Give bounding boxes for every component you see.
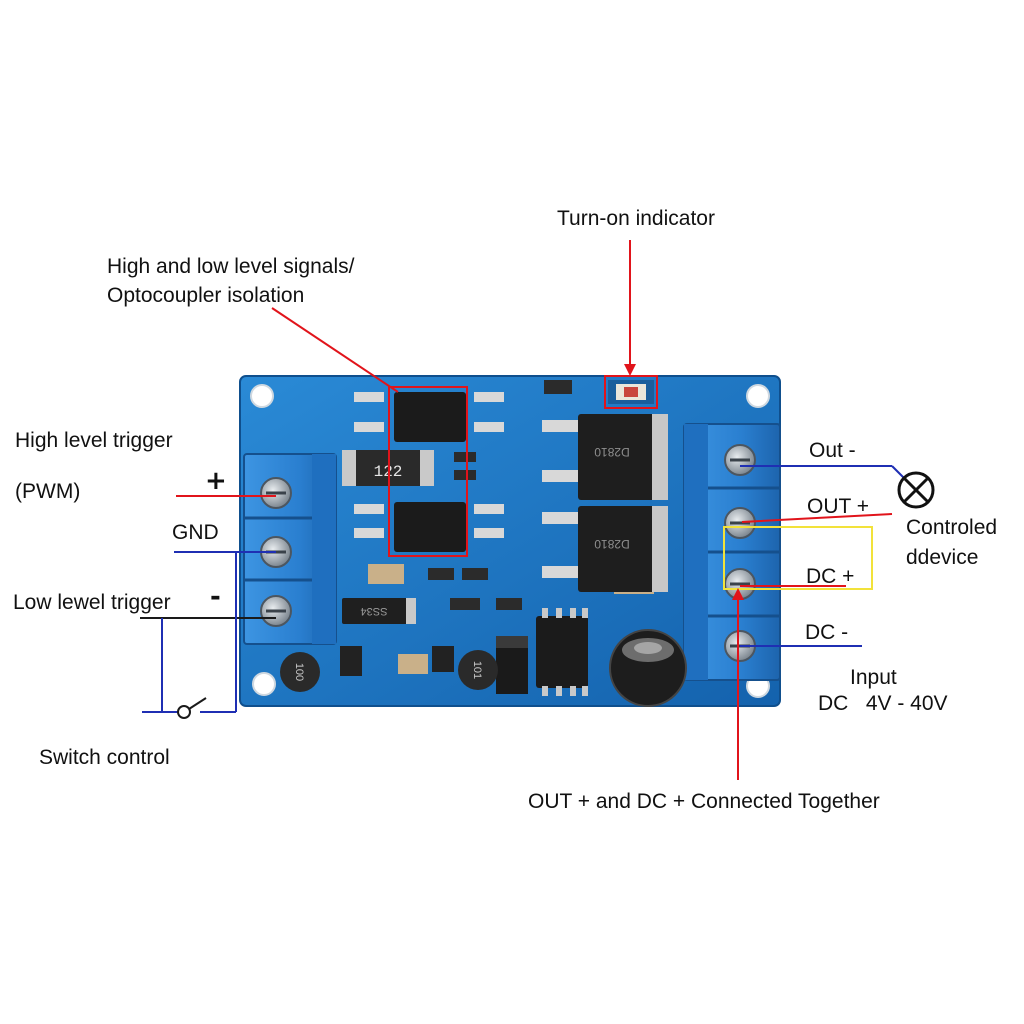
mount-hole-bl bbox=[252, 672, 276, 696]
out-dc-highlight-box bbox=[723, 526, 873, 590]
regulator bbox=[496, 636, 528, 694]
mount-hole-tr bbox=[746, 384, 770, 408]
mosfet-top: D2810 bbox=[542, 414, 668, 500]
pwm-label: (PWM) bbox=[15, 480, 81, 503]
cap-marking: 101 bbox=[471, 661, 483, 679]
connected-together-label: OUT + and DC + Connected Together bbox=[528, 790, 880, 813]
input-label-line2: DC 4V - 40V bbox=[818, 692, 948, 715]
dc-minus-label: DC - bbox=[805, 621, 849, 644]
switch-icon bbox=[177, 697, 207, 719]
minus-sign: - bbox=[210, 582, 221, 612]
mount-hole-tl bbox=[250, 384, 274, 408]
turn-on-indicator-label: Turn-on indicator bbox=[557, 207, 715, 230]
plus-sign: + bbox=[205, 466, 227, 496]
sot-transistors bbox=[340, 646, 454, 676]
signals-label-line2: Optocoupler isolation bbox=[107, 284, 305, 307]
mosfet-top-marking: D2810 bbox=[594, 445, 630, 459]
optocoupler-highlight-box bbox=[388, 386, 468, 557]
electrolytic-capacitor bbox=[609, 629, 687, 707]
lamp-icon bbox=[897, 471, 935, 509]
optocoupler-top bbox=[354, 392, 504, 442]
connected-pointer-arrow bbox=[732, 588, 744, 600]
led-pointer-arrow bbox=[624, 364, 636, 376]
diode-ss34: SS34 bbox=[342, 598, 416, 624]
smd-resistors bbox=[428, 380, 572, 610]
out-plus-label: OUT + bbox=[807, 495, 870, 518]
controlled-device-line1: Controled bbox=[906, 516, 998, 539]
wire-out-plus bbox=[741, 513, 893, 523]
gnd-label: GND bbox=[172, 521, 219, 544]
ic-8pin bbox=[536, 608, 588, 696]
low-level-trigger-label: Low lewel trigger bbox=[13, 591, 171, 614]
mosfet-bottom-marking: D2810 bbox=[594, 537, 630, 551]
led-indicator bbox=[608, 380, 654, 404]
out-minus-label: Out - bbox=[809, 439, 856, 462]
optocoupler-pointer bbox=[271, 307, 399, 393]
input-label-line1: Input bbox=[850, 666, 897, 689]
right-terminal-block bbox=[683, 423, 781, 681]
signals-label-line1: High and low level signals/ bbox=[107, 255, 355, 278]
led-highlight-box bbox=[604, 375, 658, 409]
optocoupler-bottom bbox=[354, 502, 504, 552]
high-level-trigger-label: High level trigger bbox=[15, 429, 173, 452]
controlled-device-line2: ddevice bbox=[906, 546, 979, 569]
switch-control-label: Switch control bbox=[39, 746, 170, 769]
inductor-101: 101 bbox=[458, 650, 498, 690]
diode-marking: SS34 bbox=[361, 605, 388, 617]
inductor-100: 100 bbox=[280, 652, 320, 692]
left-terminal-block bbox=[243, 453, 337, 645]
wire-out-minus-to-lamp bbox=[891, 465, 905, 479]
dc-plus-label: DC + bbox=[806, 565, 855, 588]
mosfet-bottom: D2810 bbox=[542, 506, 668, 592]
small-inductor-marking: 100 bbox=[293, 663, 305, 681]
